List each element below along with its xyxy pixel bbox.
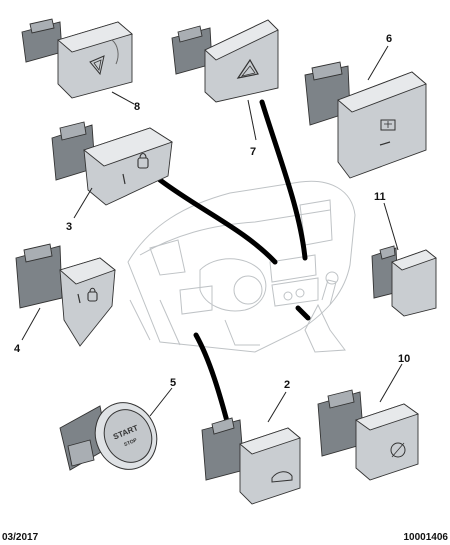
callout-3: 3 [66, 221, 72, 233]
switch-10 [317, 389, 419, 481]
callout-2: 2 [284, 379, 290, 391]
callout-4: 4 [14, 343, 21, 355]
footer-date: 03/2017 [2, 532, 39, 543]
callout-8: 8 [134, 101, 140, 113]
callout-5: 5 [170, 377, 176, 389]
switch-3 [51, 121, 174, 206]
footer-reference: 10001406 [403, 532, 449, 543]
switch-6 [304, 61, 427, 179]
leader-lines [21, 45, 403, 423]
switch-4 [15, 243, 116, 347]
switch-2 [201, 417, 301, 505]
callout-6: 6 [386, 33, 392, 45]
callout-10: 10 [398, 353, 410, 365]
callout-11: 11 [374, 191, 386, 203]
dashboard-illustration [127, 180, 356, 353]
switch-8 [21, 18, 133, 99]
switch-7 [171, 19, 279, 103]
callout-7: 7 [250, 146, 256, 158]
connection-lines [157, 99, 311, 428]
switch-11 [371, 245, 437, 317]
stop-label: STOP [123, 437, 138, 448]
switch-5-start-stop: START STOP [59, 402, 158, 471]
